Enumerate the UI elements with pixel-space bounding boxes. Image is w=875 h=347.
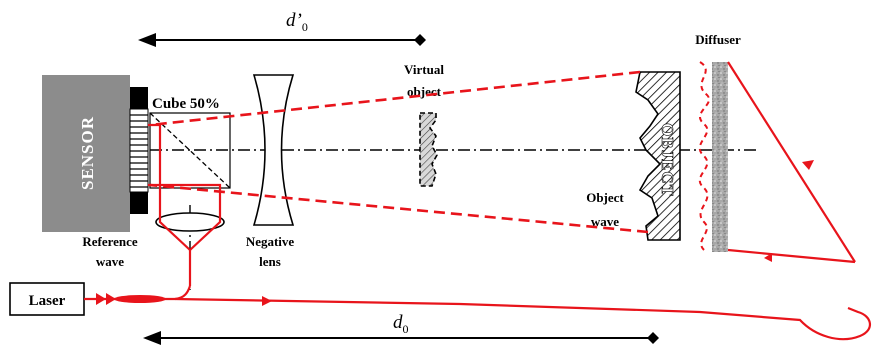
diffuser (712, 62, 728, 252)
sensor (42, 75, 149, 232)
virtual-object (419, 112, 438, 187)
reference-beam (148, 123, 222, 301)
object (635, 71, 681, 241)
scattered-wavefront (698, 61, 710, 251)
diffuser-label: Diffuser (695, 32, 741, 47)
laser-arrows (96, 160, 814, 306)
object-label: OBJECT (658, 123, 677, 197)
d0-label: d0 (393, 312, 409, 336)
laser-label: Laser (29, 293, 66, 309)
dimension-d-prime-0 (138, 33, 426, 47)
laser (9, 282, 85, 316)
laser-fiber-coupler (114, 295, 166, 303)
dimension-d-0 (143, 331, 659, 345)
cube-label: Cube 50% (152, 96, 220, 112)
object-wave-rays (149, 70, 649, 234)
reference-lens (155, 212, 225, 232)
sensor-label: SENSOR (78, 116, 97, 190)
d-prime-label: d’0 (286, 10, 308, 34)
